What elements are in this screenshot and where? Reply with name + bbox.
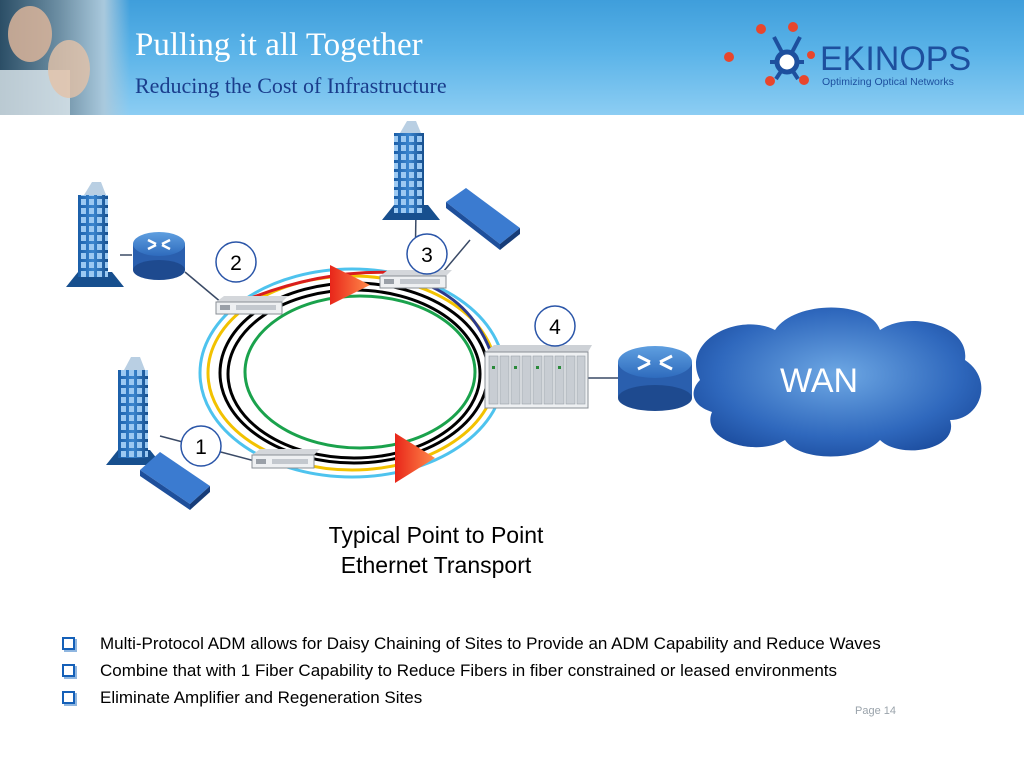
caption-line: Ethernet Transport [340, 552, 532, 578]
bullet-text: Eliminate Amplifier and Regeneration Sit… [100, 688, 423, 707]
site-marker-3: 3 [406, 233, 448, 275]
building-site-1 [106, 357, 162, 465]
bullet-text: Multi-Protocol ADM allows for Daisy Chai… [100, 634, 881, 653]
site-marker-2: 2 [215, 241, 257, 283]
wan-cloud: WAN [693, 307, 982, 457]
bullet-list: Multi-Protocol ADM allows for Daisy Chai… [62, 632, 1002, 713]
ekinops-logo: EKINOPS Optimizing Optical Networks [724, 22, 971, 88]
switch-site-3 [446, 188, 520, 250]
page-number: Page 14 [855, 705, 896, 717]
svg-text:4: 4 [549, 316, 561, 339]
bullet-text: Combine that with 1 Fiber Capability to … [100, 661, 838, 680]
building-site-3 [382, 121, 440, 220]
router-wan [618, 346, 692, 411]
svg-text:1: 1 [195, 436, 207, 459]
slide-subtitle: Reducing the Cost of Infrastructure [135, 73, 447, 98]
logo-wordmark: EKINOPS [820, 40, 971, 78]
header-photo [0, 0, 130, 115]
logo-mark [724, 22, 815, 86]
adm-node-2 [215, 296, 288, 315]
site-marker-1: 1 [180, 425, 222, 467]
amplifier-top [330, 265, 370, 305]
checkbox-bullet-icon [62, 664, 75, 677]
router-site-2 [133, 232, 185, 280]
adm-node-3 [379, 270, 452, 289]
checkbox-bullet-icon [62, 691, 75, 704]
svg-text:3: 3 [421, 244, 433, 267]
logo-tagline: Optimizing Optical Networks [822, 76, 954, 88]
adm-node-1 [251, 449, 320, 469]
fiber-green [243, 294, 477, 450]
switch-site-1 [140, 452, 210, 510]
amplifier-bottom [395, 433, 435, 483]
bullet-item: Multi-Protocol ADM allows for Daisy Chai… [62, 632, 1002, 655]
fiber-black-inner [226, 288, 482, 460]
site-marker-4: 4 [534, 305, 576, 347]
wan-label: WAN [780, 362, 858, 400]
caption-line: Typical Point to Point [328, 522, 544, 548]
diagram-caption: Typical Point to Point Ethernet Transpor… [286, 520, 586, 580]
checkbox-bullet-icon [62, 637, 75, 650]
bullet-item: Eliminate Amplifier and Regeneration Sit… [62, 686, 1002, 709]
bullet-item: Combine that with 1 Fiber Capability to … [62, 659, 1002, 682]
building-site-2 [66, 182, 124, 287]
adm-chassis-4 [484, 345, 592, 409]
slide-title: Pulling it all Together [135, 27, 423, 63]
slide-header: Pulling it all Together Reducing the Cos… [0, 0, 1024, 115]
svg-text:2: 2 [230, 252, 242, 275]
network-diagram: WAN 2 3 4 1 [66, 121, 982, 510]
